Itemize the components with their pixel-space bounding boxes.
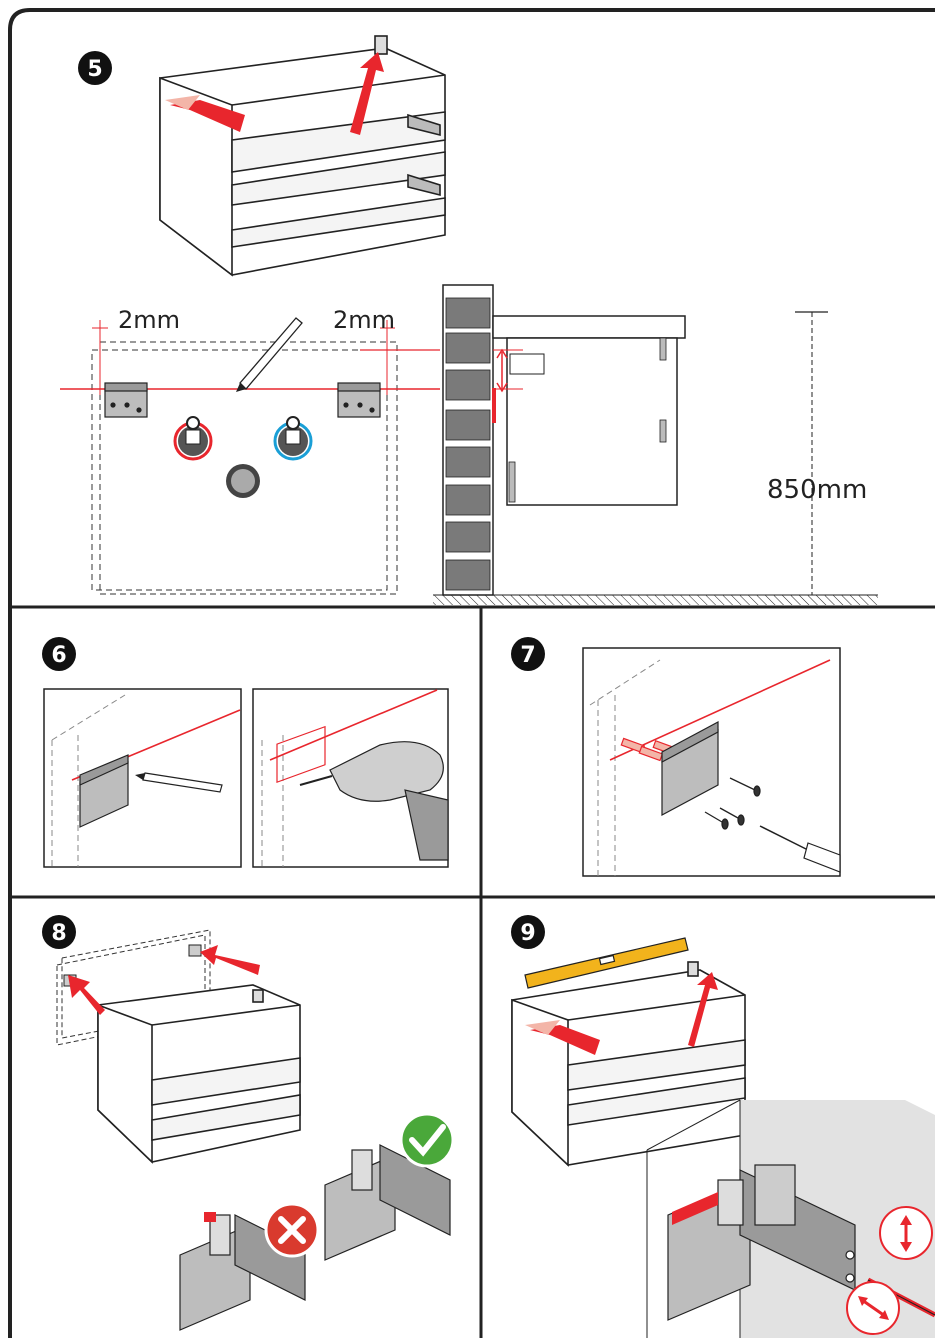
step-9-number: 9: [520, 921, 535, 946]
step-5-number: 5: [87, 57, 102, 82]
depth-adjust-icon: [846, 1281, 900, 1335]
step-5-badge: 5: [78, 51, 112, 85]
side-section-drawing: 850mm: [433, 284, 878, 605]
hook-wrong: [179, 1212, 306, 1331]
page-frame: [8, 8, 935, 1338]
hot-water-valve-icon: [173, 416, 213, 461]
cabinet-illustration-5: [159, 35, 446, 277]
step-9-badge: 9: [511, 915, 545, 949]
cold-water-valve-icon: [273, 416, 313, 461]
spirit-level-icon: [524, 937, 689, 989]
screws-7: [704, 777, 761, 830]
arrow-hang-right: [200, 945, 260, 975]
drill-icon: [299, 741, 449, 861]
zoom-inset-9: [646, 1099, 935, 1338]
arrow-pull-5: [165, 95, 245, 132]
pencil-icon-6: [135, 772, 223, 793]
step-6-number: 6: [51, 643, 66, 668]
arrow-lift-5: [350, 52, 384, 135]
step-5-panel: 5: [60, 35, 878, 605]
wall-plugs: [620, 737, 676, 762]
step-6-drill-frame: [252, 688, 449, 868]
step-7-number: 7: [520, 643, 535, 668]
drain-outlet-icon: [226, 464, 260, 498]
vertical-adjust-icon: [879, 1206, 933, 1260]
check-icon: [399, 1112, 455, 1168]
countertop: [492, 315, 686, 339]
bracket-right-5: [337, 382, 381, 418]
arrow-lift-9: [688, 972, 718, 1047]
step-6-mark-frame: [43, 688, 242, 868]
bracket-marking: [79, 754, 129, 828]
bracket-left-5: [104, 382, 148, 418]
hook-correct: [324, 1144, 451, 1261]
step-9-panel: 9: [511, 915, 935, 1338]
step-8-badge: 8: [42, 915, 76, 949]
hook-adjuster: [667, 1164, 856, 1321]
cabinet-illustration-9: [511, 961, 746, 1167]
step-6-panel: 6: [42, 637, 449, 868]
step-8-number: 8: [51, 921, 66, 946]
cross-icon: [264, 1202, 320, 1258]
step-8-panel: 8: [42, 915, 455, 1331]
gap-right-label: 2mm: [333, 306, 395, 334]
bracket-7: [661, 720, 719, 817]
step-7-badge: 7: [511, 637, 545, 671]
arrow-hang-left: [68, 975, 105, 1015]
wall-layout-drawing: 2mm 2mm: [60, 306, 440, 595]
step-6-badge: 6: [42, 637, 76, 671]
mount-height-label: 850mm: [767, 475, 867, 505]
cabinet-illustration-8: [97, 984, 301, 1164]
step-7-panel: 7: [511, 637, 841, 877]
gap-left-label: 2mm: [118, 306, 180, 334]
screwdriver-icon: [759, 825, 841, 873]
pencil-icon: [236, 317, 303, 392]
